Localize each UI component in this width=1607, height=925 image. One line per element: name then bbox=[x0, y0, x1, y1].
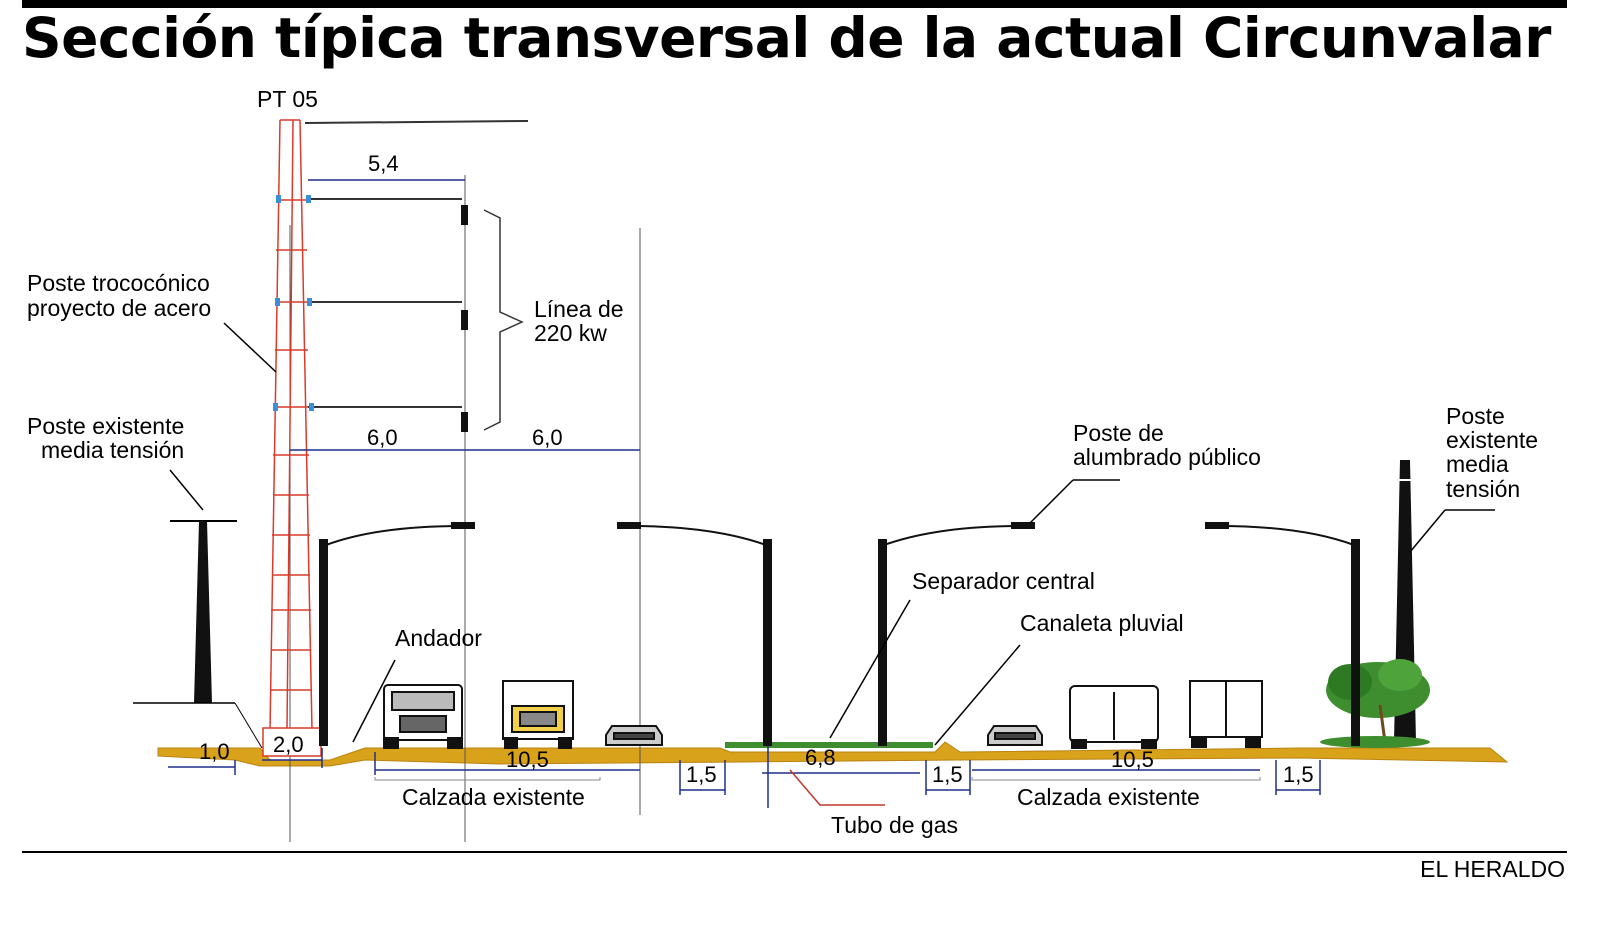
existing-pole-right-label-4: tensión bbox=[1446, 476, 1520, 502]
roadway-right-label: Calzada existente bbox=[1017, 784, 1200, 810]
dimension-lines bbox=[168, 179, 1321, 795]
shoulder-1-dimension: 1,5 bbox=[686, 762, 717, 787]
steel-pole-label-2: proyecto de acero bbox=[27, 295, 211, 321]
median-label: Separador central bbox=[912, 568, 1095, 594]
median-grass bbox=[725, 742, 933, 748]
gutter-label: Canaleta pluvial bbox=[1020, 610, 1184, 636]
street-light-label-2: alumbrado público bbox=[1073, 444, 1261, 470]
existing-pole-left-label-1: Poste existente bbox=[27, 413, 184, 439]
bottom-rule bbox=[22, 851, 1567, 853]
ground-profile bbox=[157, 741, 1509, 767]
existing-pole-right-label-1: Poste bbox=[1446, 403, 1505, 429]
roadway-left-label: Calzada existente bbox=[402, 784, 585, 810]
existing-pole-left bbox=[133, 520, 263, 749]
existing-pole-right-label-2: existente bbox=[1446, 427, 1538, 453]
dump-truck-icon bbox=[502, 680, 574, 749]
lanes-right-dimension: 10,5 bbox=[1111, 747, 1154, 772]
gas-pipe-label: Tubo de gas bbox=[831, 812, 958, 838]
footing-dimension: 2,0 bbox=[273, 732, 304, 757]
roadway-braces bbox=[374, 777, 1261, 781]
conductors bbox=[461, 205, 468, 432]
walkway-label: Andador bbox=[395, 625, 482, 651]
lanes-left-dimension: 10,5 bbox=[506, 747, 549, 772]
street-light-3 bbox=[878, 522, 1035, 746]
line-brace bbox=[483, 209, 524, 431]
arm-dimension: 5,4 bbox=[368, 151, 399, 176]
street-light-4 bbox=[1205, 522, 1360, 746]
left-span-dimension: 6,0 bbox=[367, 425, 398, 450]
existing-pole-left-label-2: media tensión bbox=[41, 437, 184, 463]
truck-front-icon bbox=[383, 684, 463, 749]
shoulder-2-dimension: 1,5 bbox=[932, 762, 963, 787]
right-span-dimension: 6,0 bbox=[532, 425, 563, 450]
gas-pipe-leader bbox=[789, 769, 885, 806]
top-rule bbox=[22, 0, 1567, 8]
publisher-credit: EL HERALDO bbox=[1420, 856, 1565, 882]
line-label-2: 220 kw bbox=[534, 320, 607, 346]
insulators bbox=[273, 195, 314, 411]
box-truck-icon bbox=[1189, 680, 1263, 748]
left-offset-dimension: 1,0 bbox=[199, 739, 230, 764]
tower-id-label: PT 05 bbox=[257, 86, 318, 112]
shoulder-3-dimension: 1,5 bbox=[1283, 762, 1314, 787]
shield-wire-arm bbox=[304, 120, 529, 124]
leader-lines bbox=[169, 322, 1495, 746]
median-width-dimension: 6,8 bbox=[805, 745, 836, 770]
street-light-2 bbox=[617, 522, 772, 746]
page-title: Sección típica transversal de la actual … bbox=[22, 6, 1551, 70]
bus-rear-icon bbox=[1069, 685, 1159, 749]
tower-cross-arms bbox=[308, 198, 462, 408]
steel-pole-label-1: Poste trococónico bbox=[27, 270, 210, 296]
steel-tower bbox=[262, 119, 322, 757]
car-icon bbox=[605, 725, 663, 746]
line-label-1: Línea de bbox=[534, 296, 624, 322]
street-light-label-1: Poste de bbox=[1073, 420, 1164, 446]
existing-pole-right-label-3: media bbox=[1446, 451, 1509, 477]
car-icon-right bbox=[987, 725, 1043, 746]
street-light-1 bbox=[319, 522, 475, 746]
